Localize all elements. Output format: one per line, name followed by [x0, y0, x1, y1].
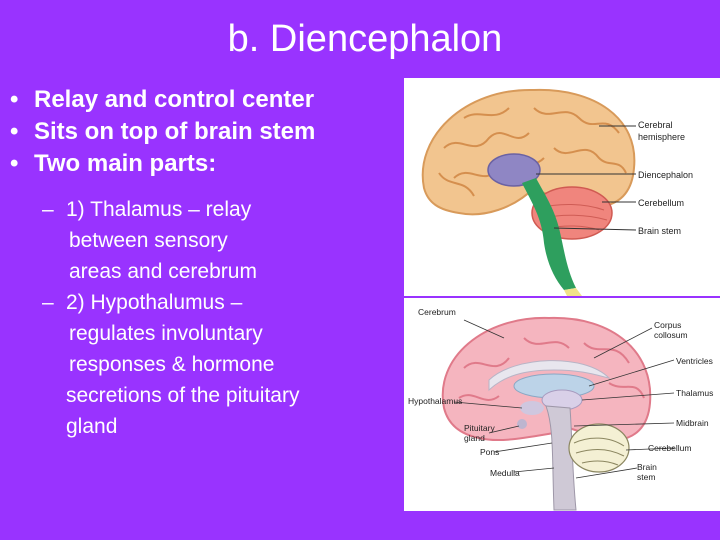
bullet-glyph: • — [10, 150, 19, 177]
label-pituitary-gland: Pituitary — [464, 423, 495, 433]
bullet-glyph: • — [10, 118, 19, 145]
lateral-brain-figure: Cerebral hemisphere Diencephalon Cerebel… — [404, 78, 720, 296]
subpoint-continuation: areas and cerebrum — [69, 260, 257, 283]
label-cerebellum: Cerebellum — [648, 443, 691, 453]
label-cerebral-hemisphere: hemisphere — [638, 132, 685, 142]
bullet-text: Relay and control center — [34, 86, 315, 113]
bullet-text: Two main parts: — [34, 150, 217, 177]
page-title: b. Diencephalon — [227, 18, 503, 60]
label-brain-stem: Brain — [637, 462, 657, 472]
label-medulla: Medulla — [490, 468, 520, 478]
label-corpus-callosum: collosum — [654, 330, 688, 340]
label-corpus-callosum: Corpus — [654, 320, 681, 330]
label-ventricles: Ventricles — [676, 356, 713, 366]
label-thalamus: Thalamus — [676, 388, 713, 398]
sagittal-brain-figure: Cerebrum Corpus collosum Ventricles Thal… — [404, 298, 720, 511]
label-cerebral-hemisphere: Cerebral — [638, 120, 673, 130]
label-diencephalon: Diencephalon — [638, 170, 693, 180]
brain-figure-panel: Cerebral hemisphere Diencephalon Cerebel… — [404, 78, 720, 511]
subpoint-continuation: between sensory — [69, 229, 228, 252]
label-cerebrum: Cerebrum — [418, 307, 456, 317]
bullet-item: • Two main parts: — [10, 148, 410, 180]
hypothalamus-shape — [520, 401, 544, 415]
brain-stem-shape — [545, 405, 577, 511]
subpoint-continuation: regulates involuntary — [69, 322, 263, 345]
bullet-glyph: • — [10, 86, 19, 113]
subpoint-continuation: gland — [66, 415, 118, 438]
cerebellum-shape — [568, 423, 630, 473]
label-hypothalamus: Hypothalamus — [408, 396, 462, 406]
label-brain-stem: Brain stem — [638, 226, 681, 236]
dash-glyph: – — [42, 198, 54, 221]
subpoint-continuation: secretions of the pituitary — [66, 384, 300, 407]
subpoint-thalamus: – 1) Thalamus – relay — [10, 194, 410, 225]
subpoint-text: 2) Hypothalumus – — [66, 291, 243, 314]
label-pituitary-gland: gland — [464, 433, 485, 443]
brain-stem-shape — [522, 178, 576, 290]
dash-glyph: – — [42, 291, 54, 314]
label-cerebellum: Cerebellum — [638, 198, 684, 208]
bullet-item: • Relay and control center — [10, 84, 410, 116]
subpoint-hypothalamus: – 2) Hypothalumus – — [10, 287, 410, 318]
diencephalon-shape — [487, 153, 541, 187]
label-pons: Pons — [480, 447, 499, 457]
subpoint-text: 1) Thalamus – relay — [66, 198, 252, 221]
label-midbrain: Midbrain — [676, 418, 709, 428]
bullet-text: Sits on top of brain stem — [34, 118, 316, 145]
bullet-list: • Relay and control center • Sits on top… — [10, 84, 410, 442]
label-brain-stem: stem — [637, 472, 655, 482]
corpus-callosum-shape — [488, 360, 611, 392]
pituitary-gland-shape — [517, 419, 527, 429]
bullet-item: • Sits on top of brain stem — [10, 116, 410, 148]
subpoint-continuation: responses & hormone — [69, 353, 275, 376]
